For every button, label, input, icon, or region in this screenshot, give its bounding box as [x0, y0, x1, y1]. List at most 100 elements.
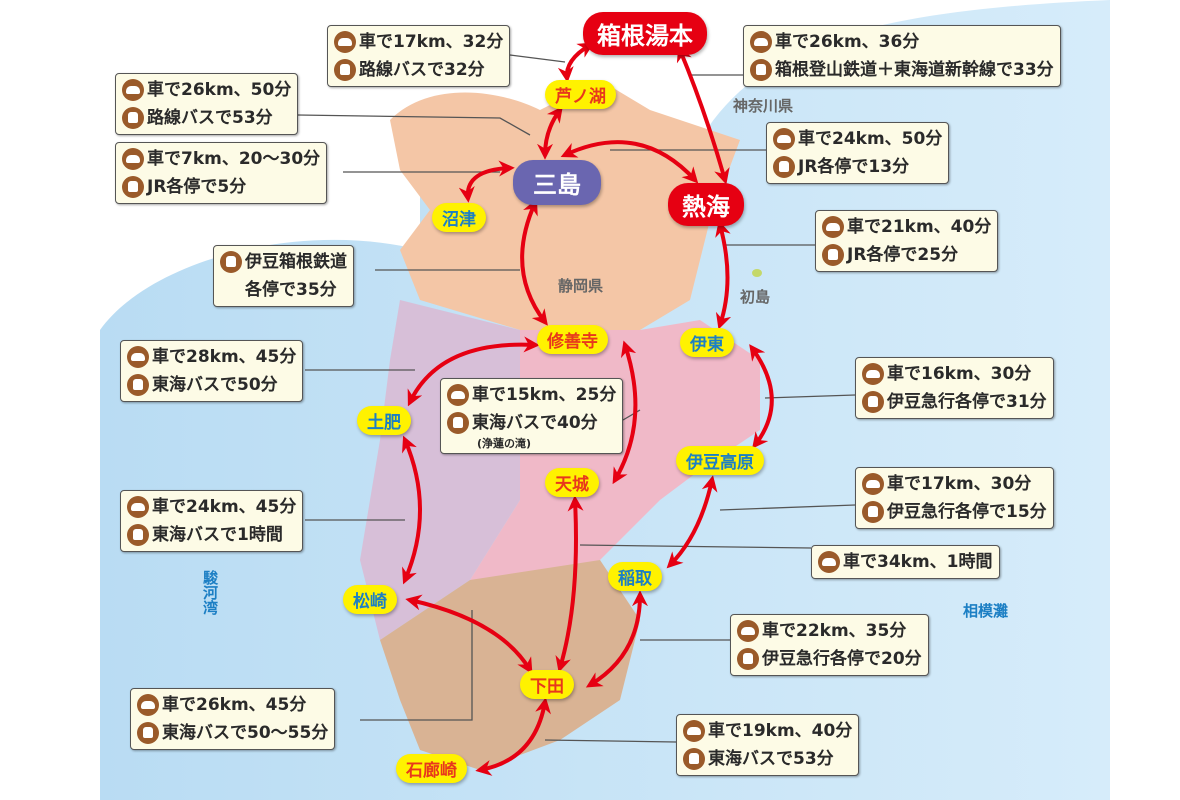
route-line: 車で26km、45分	[137, 691, 328, 719]
car-icon	[137, 694, 159, 716]
route-info-box-matsuzaki-shimoda: 車で26km、45分東海バスで50〜55分	[130, 688, 336, 750]
place-label-hakone-yumoto: 箱根湯本	[583, 12, 707, 55]
car-icon	[750, 31, 772, 53]
route-line: 車で24km、50分	[773, 125, 942, 153]
route-text: 車で19km、40分	[708, 721, 853, 741]
train-bus-icon	[862, 501, 884, 523]
place-label-inatori: 稲取	[608, 562, 662, 591]
land-north	[390, 80, 740, 330]
route-text: 車で21km、40分	[847, 217, 992, 237]
train-bus-icon	[127, 524, 149, 546]
route-text: 車で17km、32分	[359, 32, 504, 52]
train-bus-icon	[122, 176, 144, 198]
route-text: 伊豆急行各停で15分	[887, 502, 1047, 522]
route-arrow	[407, 336, 540, 407]
route-line: 車で21km、40分	[822, 213, 991, 241]
route-text: 東海バスで53分	[708, 749, 834, 769]
route-line: 車で17km、32分	[334, 28, 503, 56]
car-icon	[127, 496, 149, 518]
route-line: JR各停で13分	[773, 153, 942, 181]
route-line: 伊豆箱根鉄道	[220, 248, 347, 276]
place-label-izukogen: 伊豆高原	[676, 446, 764, 475]
car-icon	[862, 473, 884, 495]
route-line: 車で22km、35分	[737, 617, 922, 645]
island-label: 初島	[740, 288, 771, 306]
train-bus-icon	[220, 251, 242, 273]
place-label-numazu: 沼津	[432, 203, 486, 232]
route-line: 各停で35分	[220, 276, 347, 304]
route-text: 車で22km、35分	[762, 621, 907, 641]
connector-line	[509, 54, 566, 63]
route-arrow	[475, 697, 551, 776]
route-line: 車で15km、25分	[447, 381, 616, 409]
route-text: 各停で35分	[245, 280, 337, 300]
train-bus-icon	[334, 59, 356, 81]
train-bus-icon	[750, 59, 772, 81]
route-text: 東海バスで50分	[152, 375, 278, 395]
route-info-box-ito-izukogen: 車で16km、30分伊豆急行各停で31分	[855, 357, 1054, 419]
route-info-box-amagi-shimoda: 車で34km、1時間	[811, 545, 1000, 579]
route-line: JR各停で5分	[122, 173, 320, 201]
route-info-box-toi-matsuzaki: 車で24km、45分東海バスで1時間	[120, 490, 304, 552]
route-line: 東海バスで1時間	[127, 521, 296, 549]
route-info-box-ashinoko-hakone: 車で17km、32分路線バスで32分	[327, 25, 511, 87]
car-icon	[334, 31, 356, 53]
route-text: 車で24km、50分	[798, 129, 943, 149]
route-line: 箱根登山鉄道＋東海道新幹線で33分	[750, 56, 1054, 84]
route-text: 車で24km、45分	[152, 497, 297, 517]
car-icon	[122, 148, 144, 170]
route-text: 車で26km、45分	[162, 695, 307, 715]
route-info-box-inatori-shimoda: 車で22km、35分伊豆急行各停で20分	[730, 614, 929, 676]
route-text: 車で34km、1時間	[843, 552, 993, 572]
route-info-box-mishima-ashinoko: 車で26km、50分路線バスで53分	[115, 73, 299, 135]
car-icon	[447, 384, 469, 406]
train-bus-icon	[127, 374, 149, 396]
train-bus-icon	[447, 412, 469, 434]
train-bus-icon	[773, 156, 795, 178]
route-text: 伊豆急行各停で20分	[762, 649, 922, 669]
route-info-box-mishima-shuzenji: 伊豆箱根鉄道各停で35分	[213, 245, 354, 307]
route-arrow	[749, 344, 774, 449]
route-info-box-hakone-atami: 車で26km、36分箱根登山鉄道＋東海道新幹線で33分	[743, 25, 1061, 87]
route-arrow	[560, 140, 699, 184]
route-arrow	[520, 198, 548, 326]
route-line: 車で26km、36分	[750, 28, 1054, 56]
route-text: 箱根登山鉄道＋東海道新幹線で33分	[775, 60, 1054, 80]
place-label-amagi: 天城	[545, 468, 599, 497]
route-arrow	[405, 594, 533, 675]
route-text: 車で26km、36分	[775, 32, 920, 52]
train-bus-icon	[737, 648, 759, 670]
place-label-ashinoko: 芦ノ湖	[545, 80, 616, 109]
prefecture-label: 神奈川県	[733, 97, 794, 115]
route-text: JR各停で25分	[847, 245, 959, 265]
car-icon	[773, 128, 795, 150]
route-text: 東海バスで50〜55分	[162, 723, 329, 743]
route-arrow	[612, 340, 638, 485]
train-bus-icon	[122, 107, 144, 129]
sea-label: 相模灘	[963, 602, 1009, 620]
car-icon	[737, 620, 759, 642]
train-bus-icon	[862, 391, 884, 413]
car-icon	[122, 79, 144, 101]
route-line: 伊豆急行各停で31分	[862, 388, 1047, 416]
route-line: 車で26km、50分	[122, 76, 291, 104]
car-icon	[818, 551, 840, 573]
route-info-box-izukogen-inatori: 車で17km、30分伊豆急行各停で15分	[855, 467, 1054, 529]
place-label-ito: 伊東	[680, 328, 734, 357]
route-text: JR各停で13分	[798, 157, 910, 177]
route-line: 東海バスで53分	[683, 745, 852, 773]
connector-line	[544, 739, 677, 743]
route-note: (浄蓮の滝)	[477, 437, 532, 450]
route-arrow	[402, 435, 422, 585]
car-icon	[862, 363, 884, 385]
route-arrow	[676, 45, 730, 185]
place-label-matsuzaki: 松崎	[343, 585, 397, 614]
sea-label: 駿河湾	[201, 570, 219, 615]
train-bus-icon	[822, 244, 844, 266]
route-text: 車で17km、30分	[887, 474, 1032, 494]
place-label-atami: 熱海	[668, 183, 744, 226]
route-line: 路線バスで32分	[334, 56, 503, 84]
route-text: 車で7km、20〜30分	[147, 149, 321, 169]
route-line: 東海バスで50分	[127, 371, 296, 399]
route-line: 伊豆急行各停で20分	[737, 645, 922, 673]
